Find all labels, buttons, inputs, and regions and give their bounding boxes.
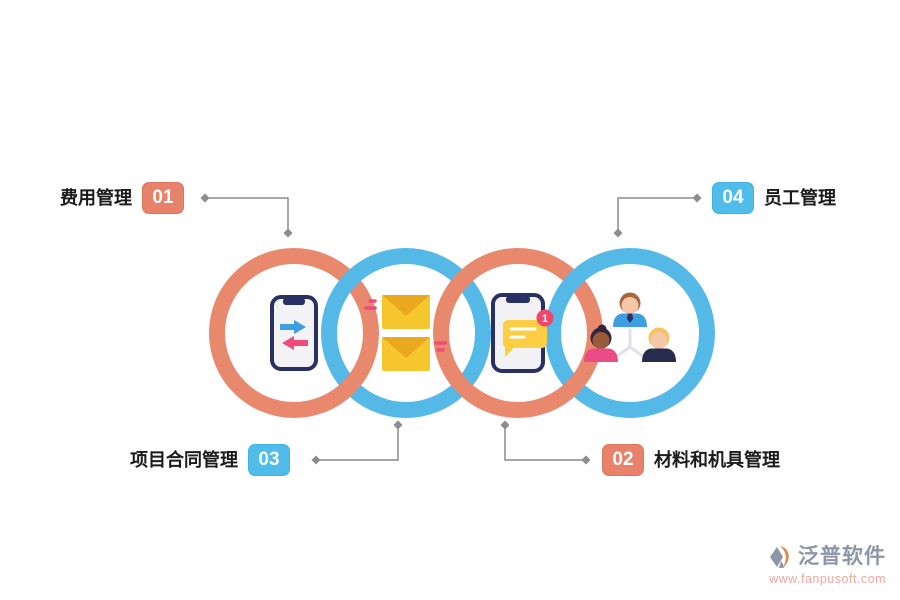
label-group-contract: 项目合同管理 03 xyxy=(130,444,290,476)
brand-footer: 泛普软件 www.fanpusoft.com xyxy=(768,543,886,586)
label-contract-management: 项目合同管理 xyxy=(130,450,238,470)
notification-count: 1 xyxy=(542,313,548,325)
badge-02: 02 xyxy=(602,444,644,476)
brand-name: 泛普软件 xyxy=(798,545,886,568)
brand-url: www.fanpusoft.com xyxy=(769,572,886,586)
badge-01: 01 xyxy=(142,182,184,214)
label-group-material: 02 材料和机具管理 xyxy=(602,444,780,476)
mail-icon xyxy=(364,295,447,371)
ring-4 xyxy=(545,248,715,418)
connector-top-left xyxy=(205,197,289,233)
phone-message-icon: 1 xyxy=(491,293,554,373)
connector-bottom-right xyxy=(504,425,586,461)
connector-lines xyxy=(205,197,697,461)
label-fee-management: 费用管理 xyxy=(60,188,132,208)
ring-1-weave-patch xyxy=(317,356,374,413)
ring-3-weave-patch xyxy=(541,356,598,413)
connector-top-right xyxy=(617,197,697,233)
team-connector-lines xyxy=(612,329,648,361)
connector-bottom-left xyxy=(316,425,399,461)
phone-transfer-icon xyxy=(270,295,318,371)
fanpu-logo-icon xyxy=(770,546,789,568)
connector-diamonds xyxy=(200,193,702,465)
label-material-management: 材料和机具管理 xyxy=(654,450,780,470)
team-icon xyxy=(584,292,676,362)
label-group-staff: 04 员工管理 xyxy=(712,182,836,214)
label-group-fee: 费用管理 01 xyxy=(60,182,184,214)
label-staff-management: 员工管理 xyxy=(764,188,836,208)
ring-2 xyxy=(321,248,491,418)
person-top xyxy=(613,292,647,327)
person-right xyxy=(642,327,676,362)
badge-03: 03 xyxy=(248,444,290,476)
person-left xyxy=(584,324,618,362)
ring-1 xyxy=(209,248,379,418)
badge-04: 04 xyxy=(712,182,754,214)
